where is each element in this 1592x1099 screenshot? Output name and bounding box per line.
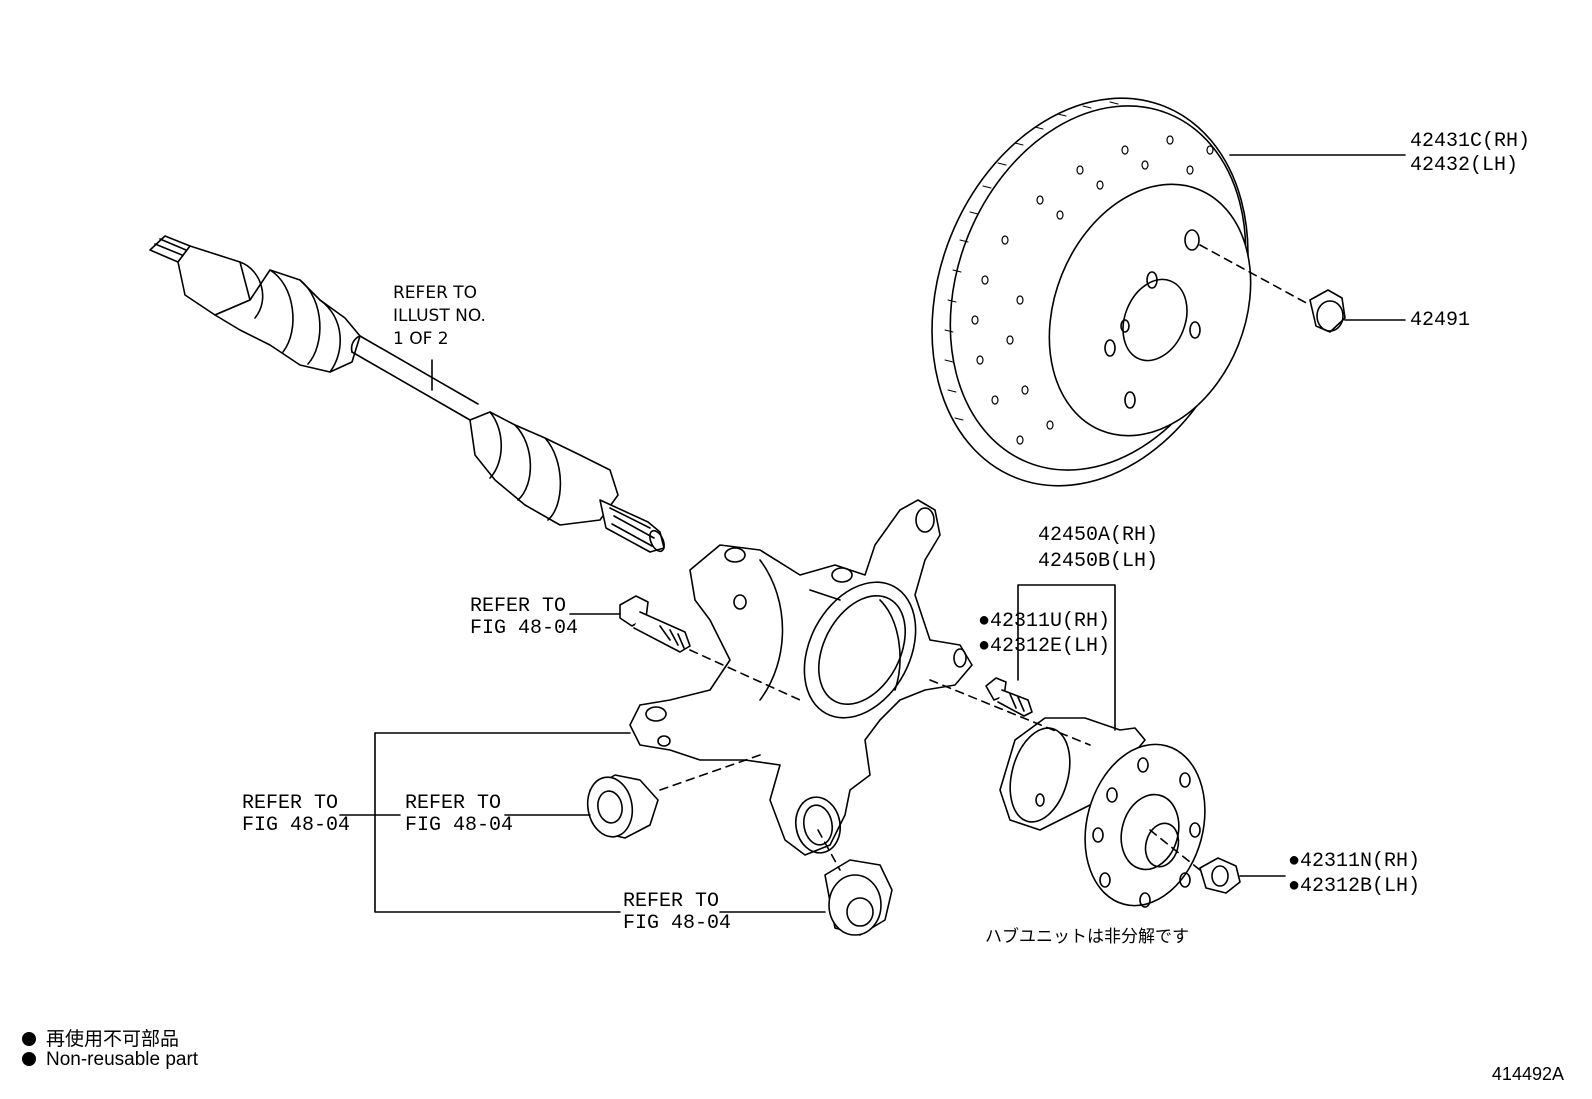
bushing-refer-l1: REFER TO xyxy=(405,792,502,815)
hub-nut-lh-label: ●42312B(LH) xyxy=(1288,875,1421,898)
hub-bearing-unit xyxy=(930,585,1222,919)
bushing-1 xyxy=(505,755,760,840)
rotor-rh-label: 42431C(RH) xyxy=(1410,130,1531,153)
legend-jp-text: 再使用不可部品 xyxy=(46,1029,180,1050)
rear-axle-carrier xyxy=(630,500,972,856)
hub-non-disassembly-note: ハブユニットは非分解です xyxy=(985,927,1189,947)
outer-refer-l2: FIG 48-04 xyxy=(242,814,351,837)
non-reusable-dot-icon xyxy=(22,1032,36,1046)
non-reusable-dot-icon xyxy=(22,1052,36,1066)
drive-shaft xyxy=(150,236,667,554)
bolt-refer-l1: REFER TO xyxy=(470,595,567,618)
lower-refer-l2: FIG 48-04 xyxy=(623,912,732,935)
figure-number: 414492A xyxy=(1491,1064,1564,1084)
hub-lh-label: 42450B(LH) xyxy=(1038,550,1159,573)
brake-rotor xyxy=(876,50,1405,533)
hole-plug xyxy=(1200,245,1405,332)
hub-rh-label: 42450A(RH) xyxy=(1038,524,1159,547)
shaft-refer-l3: 1 OF 2 xyxy=(393,329,449,349)
legend-jp: 再使用不可部品 xyxy=(22,1024,179,1051)
plug-label: 42491 xyxy=(1410,309,1471,332)
outer-refer-l1: REFER TO xyxy=(242,792,339,815)
shaft-refer-l2: ILLUST NO. xyxy=(393,306,486,326)
lower-refer-l1: REFER TO xyxy=(623,890,720,913)
hub-nut xyxy=(1150,830,1285,893)
knuckle-bolt xyxy=(570,596,800,700)
reference-leaders xyxy=(340,733,630,912)
hub-bolt-lh-label: ●42312E(LH) xyxy=(978,635,1111,658)
bolt-refer-l2: FIG 48-04 xyxy=(470,617,579,640)
bushing-2 xyxy=(720,830,892,935)
legend-en-text: Non-reusable part xyxy=(46,1049,199,1070)
shaft-refer-l1: REFER TO xyxy=(393,283,478,303)
hub-bolt-rh-label: ●42311U(RH) xyxy=(978,610,1111,633)
rotor-lh-label: 42432(LH) xyxy=(1410,154,1519,177)
legend-en: Non-reusable part xyxy=(22,1049,198,1071)
hub-nut-rh-label: ●42311N(RH) xyxy=(1288,850,1421,873)
bushing-refer-l2: FIG 48-04 xyxy=(405,814,514,837)
hub-bolt xyxy=(986,678,1032,716)
